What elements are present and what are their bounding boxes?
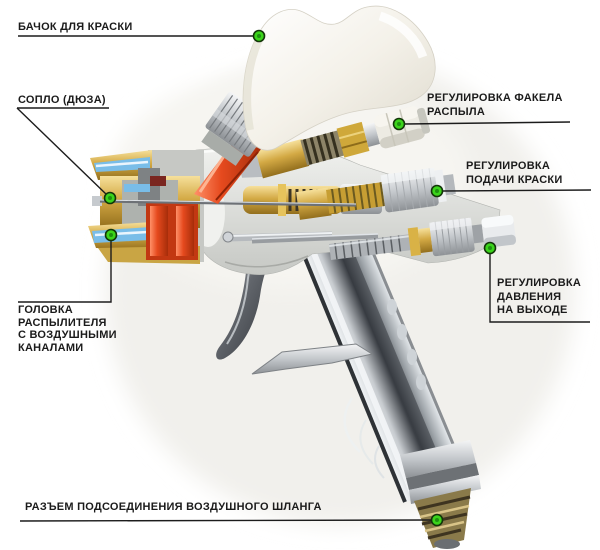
handle-end-rings (400, 440, 481, 504)
label-paint-cup: БАЧОК ДЛЯ КРАСКИ (18, 21, 133, 33)
label-nozzle: СОПЛО (ДЮЗА) (18, 94, 106, 106)
marker-paint-feed (430, 184, 444, 198)
label-paint-feed-adjust: РЕГУЛИРОВКА ПОДАЧИ КРАСКИ (466, 160, 563, 186)
marker-nozzle (103, 191, 117, 205)
pressure-valve-rod (251, 233, 379, 244)
frame-spur (251, 343, 374, 375)
paint-feed-adjuster (296, 167, 456, 220)
label-air-hose-connector: РАЗЪЕМ ПОДСОЕДИНЕНИЯ ВОЗДУШНОГО ШЛАНГА (25, 501, 322, 513)
callout-markers (103, 29, 497, 527)
label-spray-pattern-adjust: РЕГУЛИРОВКА ФАКЕЛА РАСПЫЛА (427, 92, 563, 118)
needle (99, 199, 357, 207)
air-head-cutaway (88, 150, 204, 264)
leader-lines (16, 35, 592, 522)
label-air-head: ГОЛОВКА РАСПЫЛИТЕЛЯ С ВОЗДУШНЫМИ КАНАЛАМ… (18, 304, 117, 354)
marker-spray-pattern (392, 117, 406, 131)
trigger-pivot-rod (222, 231, 333, 243)
marker-paint-cup (252, 29, 266, 43)
marker-outlet-pressure (483, 241, 497, 255)
marker-air-hose (430, 513, 444, 527)
marker-air-head (104, 228, 118, 242)
handle (301, 242, 473, 503)
pressure-adjuster (329, 214, 516, 260)
label-outlet-pressure-adjust: РЕГУЛИРОВКА ДАВЛЕНИЯ НА ВЫХОДЕ (497, 277, 582, 316)
